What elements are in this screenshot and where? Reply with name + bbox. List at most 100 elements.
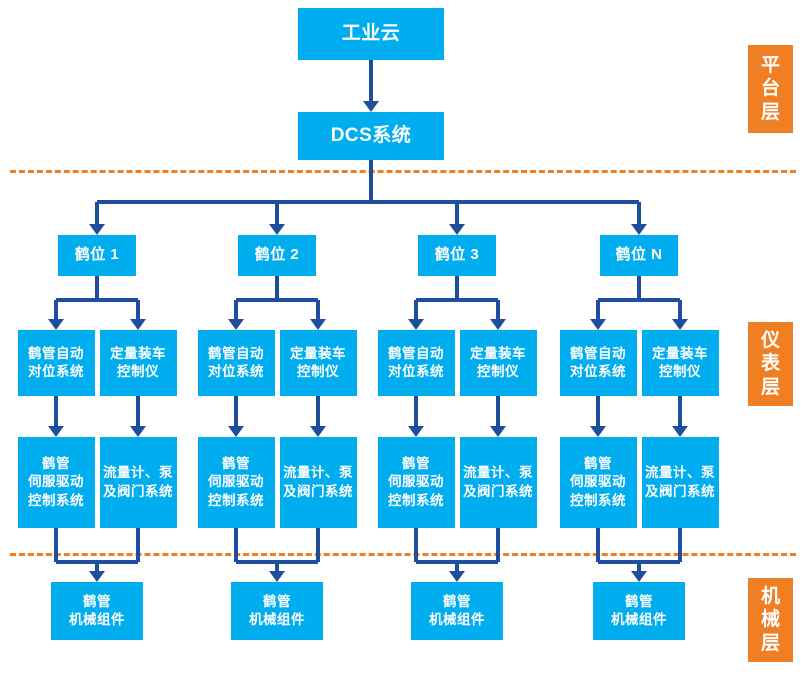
arrow-instrument-to-controller-3-2-shaft [496,396,500,427]
split-stem-2 [275,276,279,300]
merge-left-4 [596,528,600,562]
arrow-station-to-instrument-2-1-head [228,319,244,330]
box-controller-1-2[interactable]: 流量计、泵及阀门系统 [99,437,177,528]
box-dcs-system[interactable]: DCS系统 [298,112,444,160]
arrow-instrument-to-controller-2-1-shaft [234,396,238,427]
box-label: 流量计、泵及阀门系统 [283,465,353,499]
arrow-bus-to-station-4-head [631,224,647,235]
arrow-merge-to-mechanical-4-shaft [637,562,641,572]
layer-divider-platform [10,170,796,173]
arrow-station-to-instrument-2-2-head [310,319,326,330]
box-label: 鹤管自动对位系统 [570,345,626,379]
layer-tag-mechanical: 机械层 [748,578,793,662]
box-instrument-4-2[interactable]: 定量装车控制仪 [641,330,719,396]
merge-right-1 [136,528,140,562]
box-label: 定量装车控制仪 [652,345,708,379]
box-controller-4-2[interactable]: 流量计、泵及阀门系统 [641,437,719,528]
arrow-bus-to-station-3-head [449,224,465,235]
box-label: 鹤管机械组件 [249,593,305,627]
arrow-station-to-instrument-3-1-head [408,319,424,330]
box-label: 鹤位 N [615,246,663,264]
arrow-station-to-instrument-2-1-shaft [234,300,238,320]
split-stem-3 [455,276,459,300]
box-instrument-1-1[interactable]: 鹤管自动对位系统 [17,330,95,396]
arrow-station-to-instrument-3-2-shaft [496,300,500,320]
box-mechanical-3[interactable]: 鹤管机械组件 [411,582,503,640]
box-label: 鹤管自动对位系统 [208,345,264,379]
box-mechanical-2[interactable]: 鹤管机械组件 [231,582,323,640]
layer-tag-label: 仪表层 [761,330,781,398]
box-instrument-4-1[interactable]: 鹤管自动对位系统 [559,330,637,396]
box-instrument-2-1[interactable]: 鹤管自动对位系统 [197,330,275,396]
box-label: 流量计、泵及阀门系统 [645,465,715,499]
box-label: 定量装车控制仪 [110,345,166,379]
arrow-cloud-to-dcs-shaft [369,60,373,102]
arrow-station-to-instrument-1-1-head [48,319,64,330]
arrow-station-to-instrument-4-2-head [672,319,688,330]
box-instrument-2-2[interactable]: 定量装车控制仪 [279,330,357,396]
arrow-merge-to-mechanical-2-head [269,571,285,582]
arrow-merge-to-mechanical-2-shaft [275,562,279,572]
merge-right-3 [496,528,500,562]
box-station-4[interactable]: 鹤位 N [600,235,678,276]
merge-right-4 [678,528,682,562]
box-label: 鹤管机械组件 [69,593,125,627]
box-station-3[interactable]: 鹤位 3 [418,235,496,276]
arrow-instrument-to-controller-4-1-shaft [596,396,600,427]
arrow-bus-to-station-1-shaft [95,202,99,225]
arrow-instrument-to-controller-1-2-shaft [136,396,140,427]
arrow-instrument-to-controller-3-1-shaft [414,396,418,427]
arrow-instrument-to-controller-1-1-shaft [54,396,58,427]
box-label: 鹤管伺服驱动控制系统 [570,456,626,508]
box-label: 流量计、泵及阀门系统 [463,465,533,499]
arrow-station-to-instrument-2-2-shaft [316,300,320,320]
box-label: DCS系统 [330,125,412,147]
box-station-1[interactable]: 鹤位 1 [58,235,136,276]
box-controller-1-1[interactable]: 鹤管伺服驱动控制系统 [17,437,95,528]
box-station-2[interactable]: 鹤位 2 [238,235,316,276]
box-controller-3-1[interactable]: 鹤管伺服驱动控制系统 [377,437,455,528]
split-stem-1 [95,276,99,300]
arrow-bus-to-station-2-head [269,224,285,235]
box-instrument-3-1[interactable]: 鹤管自动对位系统 [377,330,455,396]
box-label: 鹤管伺服驱动控制系统 [388,456,444,508]
box-label: 鹤管机械组件 [429,593,485,627]
bus-stem-dcs [369,160,373,202]
box-label: 鹤管伺服驱动控制系统 [28,456,84,508]
split-bar-2 [236,298,318,302]
box-controller-2-2[interactable]: 流量计、泵及阀门系统 [279,437,357,528]
arrow-station-to-instrument-4-2-shaft [678,300,682,320]
arrow-merge-to-mechanical-1-head [89,571,105,582]
arrow-merge-to-mechanical-4-head [631,571,647,582]
box-mechanical-1[interactable]: 鹤管机械组件 [51,582,143,640]
arrow-instrument-to-controller-4-2-shaft [678,396,682,427]
arrow-instrument-to-controller-4-1-head [590,426,606,437]
split-stem-4 [637,276,641,300]
box-label: 鹤位 1 [74,246,120,264]
box-label: 鹤管自动对位系统 [388,345,444,379]
arrow-instrument-to-controller-2-1-head [228,426,244,437]
arrow-bus-to-station-2-shaft [275,202,279,225]
box-label: 流量计、泵及阀门系统 [103,465,173,499]
arrow-bus-to-station-3-shaft [455,202,459,225]
box-controller-4-1[interactable]: 鹤管伺服驱动控制系统 [559,437,637,528]
box-mechanical-4[interactable]: 鹤管机械组件 [593,582,685,640]
arrow-station-to-instrument-4-1-shaft [596,300,600,320]
arrow-instrument-to-controller-3-1-head [408,426,424,437]
box-controller-3-2[interactable]: 流量计、泵及阀门系统 [459,437,537,528]
box-instrument-1-2[interactable]: 定量装车控制仪 [99,330,177,396]
arrow-station-to-instrument-1-2-shaft [136,300,140,320]
arrow-instrument-to-controller-3-2-head [490,426,506,437]
layer-tag-instrument: 仪表层 [748,322,793,406]
arrow-station-to-instrument-4-1-head [590,319,606,330]
arrow-merge-to-mechanical-1-shaft [95,562,99,572]
box-industrial-cloud[interactable]: 工业云 [298,8,444,60]
box-label: 鹤管自动对位系统 [28,345,84,379]
box-controller-2-1[interactable]: 鹤管伺服驱动控制系统 [197,437,275,528]
box-label: 鹤位 3 [434,246,480,264]
box-label: 鹤管机械组件 [611,593,667,627]
arrow-instrument-to-controller-1-1-head [48,426,64,437]
arrow-station-to-instrument-1-1-shaft [54,300,58,320]
arrow-bus-to-station-4-shaft [637,202,641,225]
box-instrument-3-2[interactable]: 定量装车控制仪 [459,330,537,396]
